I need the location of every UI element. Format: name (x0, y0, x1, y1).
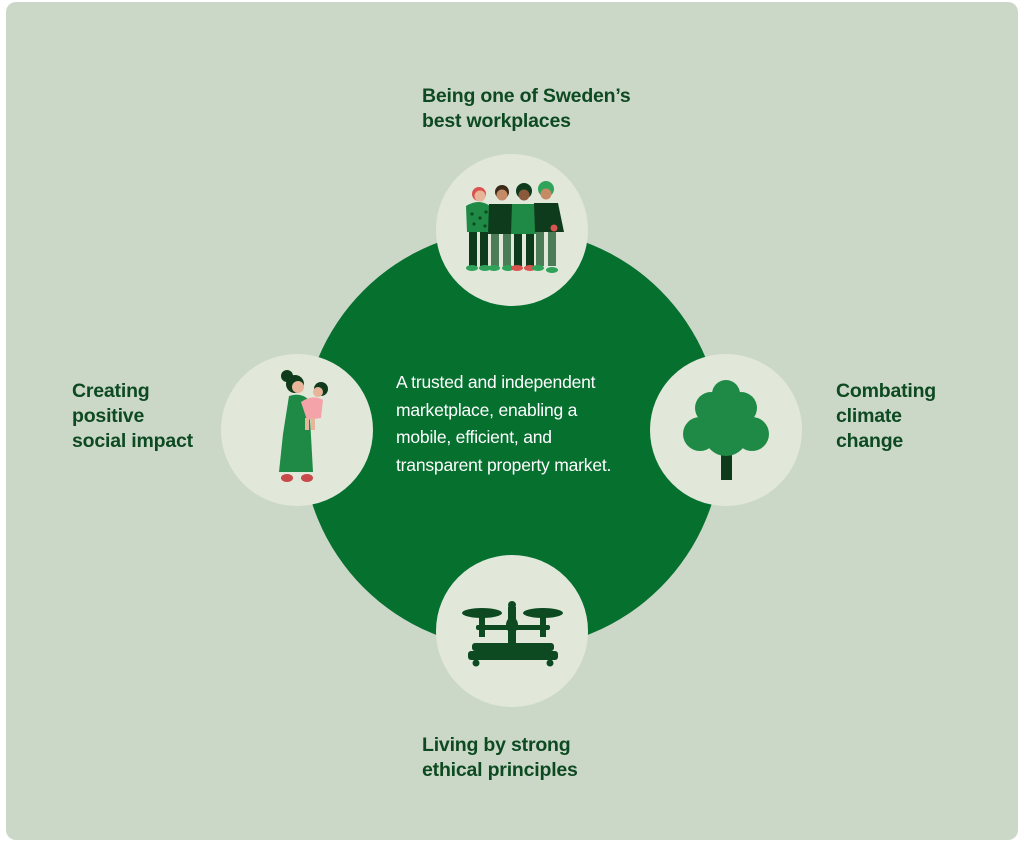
label-line: change (836, 430, 904, 452)
group-of-people-icon (466, 181, 564, 273)
core-purpose-line: marketplace, enabling a (396, 399, 578, 420)
core-purpose-text: A trusted and independent marketplace, e… (396, 369, 656, 479)
climate-pillar-label: Combating climate change (836, 379, 936, 454)
ethics-pillar-circle (436, 555, 588, 707)
label-line: Being one of Sweden’s (422, 85, 631, 107)
label-line: ethical principles (422, 759, 578, 781)
workplace-pillar-circle (436, 154, 588, 306)
mother-and-child-icon (279, 370, 328, 482)
climate-pillar-circle (650, 354, 802, 506)
workplace-pillar-label: Being one of Sweden’s best workplaces (422, 84, 631, 134)
social-pillar-label: Creating positive social impact (72, 379, 193, 454)
label-line: best workplaces (422, 110, 571, 132)
core-purpose-line: mobile, efficient, and (396, 427, 552, 447)
balance-scale-icon (462, 601, 563, 667)
ethics-pillar-label: Living by strong ethical principles (422, 733, 578, 783)
label-line: Living by strong (422, 734, 571, 756)
social-pillar-circle (221, 354, 373, 506)
tree-icon (683, 380, 769, 480)
label-line: Combating (836, 380, 937, 402)
label-line: positive (72, 405, 145, 427)
core-purpose-line: transparent property market. (396, 454, 612, 475)
label-line: climate (836, 405, 902, 427)
label-line: Creating (72, 380, 150, 402)
core-purpose-line: A trusted and independent (396, 372, 596, 392)
label-line: social impact (72, 430, 193, 452)
